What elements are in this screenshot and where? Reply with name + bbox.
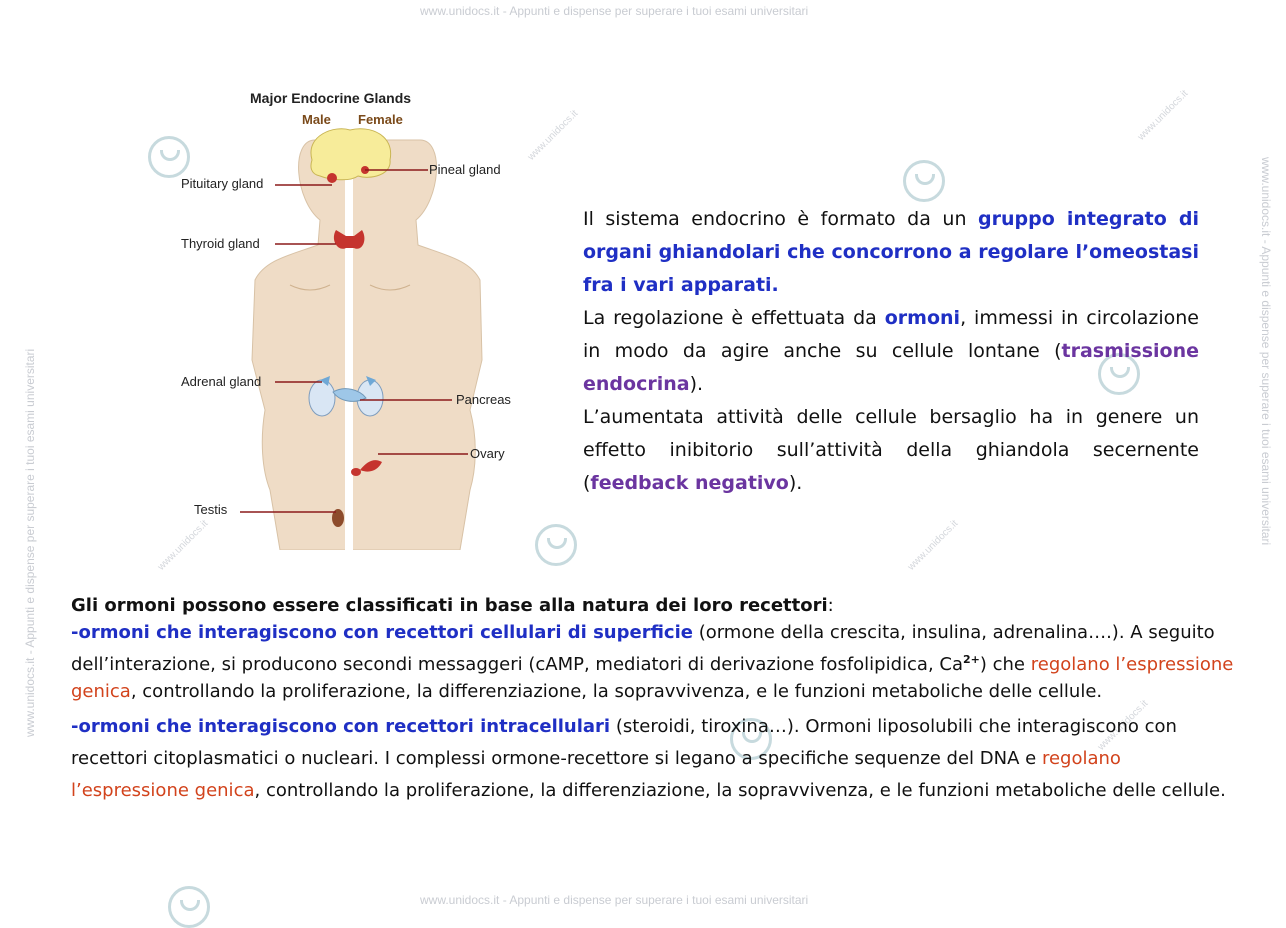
heading-text: Gli ormoni possono essere classificati i… bbox=[71, 595, 828, 616]
label-adrenal: Adrenal gland bbox=[181, 374, 262, 389]
intro-text: ). bbox=[689, 373, 704, 395]
body-text: (steroidi, tiroxina…). Ormoni liposolubi… bbox=[71, 716, 1177, 769]
watermark-diag: www.unidocs.it bbox=[525, 108, 581, 163]
figure-male-label: Male bbox=[302, 112, 331, 127]
highlight-trasmissione: trasmissione endocrina bbox=[583, 340, 1199, 395]
body-text: (ormone della crescita, insulina, adrena… bbox=[71, 622, 1215, 675]
label-pancreas: Pancreas bbox=[456, 392, 511, 407]
highlight-ormoni: ormoni bbox=[884, 307, 961, 329]
unidocs-logo-icon bbox=[903, 160, 945, 202]
body-text: , controllando la proliferazione, la dif… bbox=[254, 780, 1226, 801]
intro-paragraph: Il sistema endocrino è formato da un gru… bbox=[583, 203, 1199, 500]
highlight-blue: gruppo integrato di organi ghiandolari c… bbox=[583, 208, 1200, 296]
intro-text: L’aumentata attività delle cellule bersa… bbox=[583, 406, 1199, 494]
watermark-top: www.unidocs.it - Appunti e dispense per … bbox=[420, 4, 809, 18]
watermark-left: www.unidocs.it - Appunti e dispense per … bbox=[23, 348, 37, 737]
surface-receptor-paragraph: -ormoni che interagiscono con recettori … bbox=[71, 619, 1241, 705]
highlight-gene-expression: regolano l’espressione genica bbox=[71, 654, 1234, 702]
body-text: ) che bbox=[979, 654, 1031, 675]
watermark-bottom: www.unidocs.it - Appunti e dispense per … bbox=[420, 893, 809, 907]
endocrine-glands-figure: Major Endocrine Glands Male Female Pitui… bbox=[170, 80, 530, 550]
label-ovary: Ovary bbox=[470, 446, 505, 461]
watermark-diag: www.unidocs.it bbox=[905, 518, 961, 573]
intro-text: ). bbox=[788, 472, 803, 494]
body-text: , controllando la proliferazione, la dif… bbox=[130, 681, 1103, 702]
highlight-feedback: feedback negativo bbox=[590, 472, 789, 494]
intracellular-receptor-title: -ormoni che interagiscono con recettori … bbox=[71, 716, 611, 737]
surface-receptor-title: -ormoni che interagiscono con recettori … bbox=[71, 622, 693, 643]
receptor-classification: Gli ormoni possono essere classificati i… bbox=[71, 592, 1241, 807]
intro-text: La regolazione è effettuata da bbox=[583, 307, 885, 329]
intracellular-receptor-paragraph: -ormoni che interagiscono con recettori … bbox=[71, 711, 1241, 807]
section-heading: Gli ormoni possono essere classificati i… bbox=[71, 592, 1241, 619]
body-illustration bbox=[240, 128, 483, 550]
label-pineal: Pineal gland bbox=[429, 162, 501, 177]
label-thyroid: Thyroid gland bbox=[181, 236, 260, 251]
unidocs-logo-icon bbox=[1098, 353, 1140, 395]
intro-p3: L’aumentata attività delle cellule bersa… bbox=[583, 401, 1199, 500]
heading-colon: : bbox=[827, 595, 834, 616]
highlight-gene-expression: regolano l’espressione genica bbox=[71, 748, 1121, 801]
watermark-diag: www.unidocs.it bbox=[1135, 88, 1191, 143]
intro-p2: La regolazione è effettuata da ormoni, i… bbox=[583, 302, 1199, 401]
figure-title: Major Endocrine Glands bbox=[250, 90, 412, 106]
unidocs-logo-icon bbox=[730, 718, 772, 760]
intro-text: , immessi in circolazione in modo da agi… bbox=[583, 307, 1200, 362]
figure-female-label: Female bbox=[358, 112, 403, 127]
intro-p1: Il sistema endocrino è formato da un gru… bbox=[583, 203, 1199, 302]
unidocs-logo-icon bbox=[168, 886, 210, 928]
label-testis: Testis bbox=[194, 502, 228, 517]
unidocs-logo-icon bbox=[148, 136, 190, 178]
label-pituitary: Pituitary gland bbox=[181, 176, 264, 191]
unidocs-logo-icon bbox=[535, 524, 577, 566]
calcium-superscript: 2+ bbox=[963, 653, 980, 666]
watermark-right: www.unidocs.it - Appunti e dispense per … bbox=[1259, 157, 1273, 546]
intro-text: Il sistema endocrino è formato da un bbox=[583, 208, 979, 230]
